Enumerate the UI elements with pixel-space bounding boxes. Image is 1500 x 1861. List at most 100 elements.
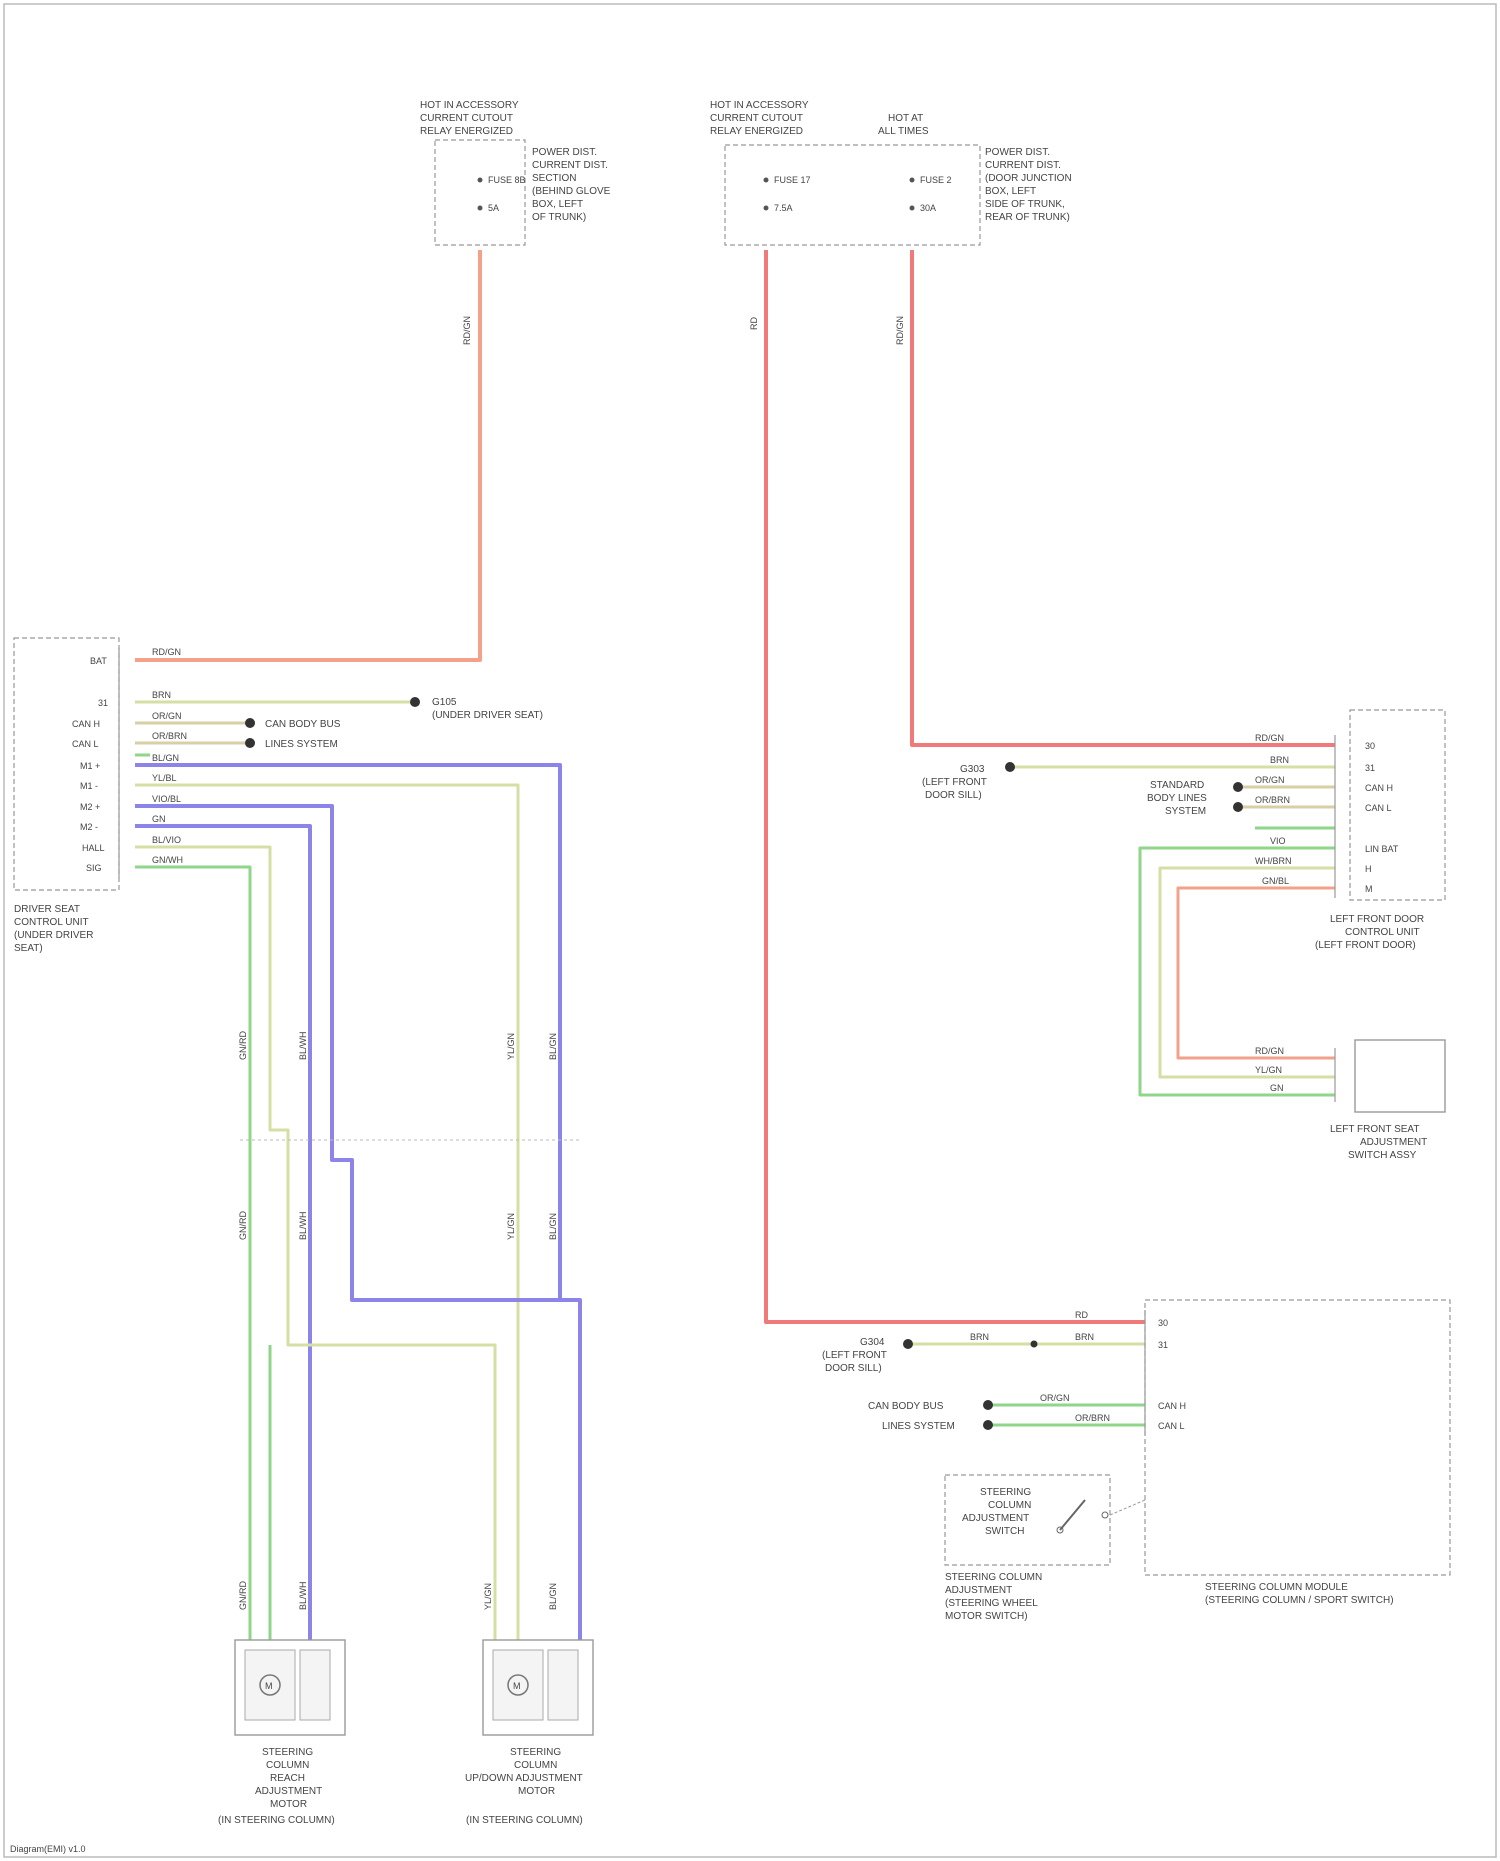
relay-right-title-2: ALL TIMES	[878, 126, 929, 137]
seat-adjust-switch: LEFT FRONT SEAT ADJUSTMENT SWITCH ASSY	[1330, 1040, 1445, 1161]
can-bus-right-label-2: BODY LINES	[1147, 793, 1207, 804]
sc-switch-label-1: STEERING	[980, 1487, 1031, 1498]
motor-reach: M STEERING COLUMN REACH ADJUSTMENT MOTOR…	[218, 1640, 345, 1826]
steering-module-label-1: STEERING COLUMN MODULE	[1205, 1582, 1348, 1593]
wire-label-lfcanh: OR/GN	[1255, 775, 1285, 785]
relay-mid-fuse: FUSE 17	[774, 175, 811, 185]
ground-g303: G303 (LEFT FRONT DOOR SILL)	[922, 762, 1015, 801]
wire-label-sc31-a: BRN	[970, 1332, 989, 1342]
can-bus-sc-dot-h	[983, 1400, 993, 1410]
driver-pin-canh: CAN H	[72, 719, 100, 729]
motor-reach-label-5: MOTOR	[270, 1799, 307, 1810]
relay-right-side-6: REAR OF TRUNK)	[985, 212, 1070, 223]
relay-left-fuse: FUSE 8B	[488, 175, 526, 185]
sc-pin-31: 31	[1158, 1340, 1168, 1350]
ground-g105-dot	[410, 697, 420, 707]
motor-reach-sensor	[300, 1650, 330, 1720]
wire-label-sw1: RD/GN	[1255, 1046, 1284, 1056]
lf-pin-31: 31	[1365, 763, 1375, 773]
can-bus-sc-label-1: CAN BODY BUS	[868, 1401, 944, 1412]
wire-fuse8-to-driver-bat	[135, 250, 480, 660]
wire-label-sc30: RD	[1075, 1310, 1088, 1320]
seat-switch-label-3: SWITCH ASSY	[1348, 1150, 1417, 1161]
driver-pin-m2n: M2 -	[80, 822, 98, 832]
relay-left-amp: 5A	[488, 203, 499, 213]
fuse-17-dot	[764, 178, 769, 183]
splice-dot	[1031, 1341, 1038, 1348]
driver-seat-module: BAT 31 CAN H CAN L M1 + M1 - M2 + M2 - H…	[14, 638, 119, 954]
wire-label-m1p: BL/GN	[152, 753, 179, 763]
wire-label-lfcanl: OR/BRN	[1255, 795, 1290, 805]
ground-g105-label-1: G105	[432, 697, 457, 708]
fuse-8b-dot-2	[478, 206, 483, 211]
can-bus-right-dot-h	[1233, 782, 1243, 792]
switch-terminal	[1102, 1512, 1108, 1518]
sc-switch-desc-3: (STEERING WHEEL	[945, 1598, 1038, 1609]
steering-module-box	[1145, 1300, 1450, 1575]
lf-door-label-2: CONTROL UNIT	[1345, 927, 1420, 938]
can-bus-sc-dot-l	[983, 1420, 993, 1430]
motor-updown-label-1: STEERING	[510, 1747, 561, 1758]
wire-label-v4c: BL/GN	[548, 1583, 558, 1610]
motor-reach-label-2: COLUMN	[266, 1760, 309, 1771]
ground-g304-dot	[903, 1339, 913, 1349]
can-bus-right: STANDARD BODY LINES SYSTEM	[1147, 780, 1243, 817]
wire-label-bat: RD/GN	[152, 647, 181, 657]
sc-switch-label-2: COLUMN	[988, 1500, 1031, 1511]
relay-left-title-3: RELAY ENERGIZED	[420, 126, 513, 137]
ground-g105: G105 (UNDER DRIVER SEAT)	[410, 697, 543, 721]
can-bus-left: CAN BODY BUS LINES SYSTEM	[245, 718, 341, 750]
ground-g303-label-3: DOOR SILL)	[925, 790, 982, 801]
switch-contact	[1060, 1500, 1085, 1530]
ground-g304-label-2: (LEFT FRONT	[822, 1350, 887, 1361]
relay-mid-amp: 7.5A	[774, 203, 793, 213]
wire-label-lf30: RD/GN	[1255, 733, 1284, 743]
wire-m1-minus	[135, 785, 518, 1655]
wire-label-v1b: GN/RD	[238, 1211, 248, 1241]
driver-pin-m2p: M2 +	[80, 802, 100, 812]
relay-left-side-3: SECTION	[532, 173, 576, 184]
wire-label-canh: OR/GN	[152, 711, 182, 721]
motor-reach-label-4: ADJUSTMENT	[255, 1786, 322, 1797]
wire-m2-plus	[135, 806, 560, 1300]
motor-updown-label-2: COLUMN	[514, 1760, 557, 1771]
sc-switch-desc-4: MOTOR SWITCH)	[945, 1611, 1028, 1622]
lf-pin-h: H	[1365, 864, 1372, 874]
relay-left-title-1: HOT IN ACCESSORY	[420, 100, 519, 111]
sc-adjust-switch: STEERING COLUMN ADJUSTMENT SWITCH STEERI…	[945, 1475, 1145, 1622]
sc-pin-30: 30	[1158, 1318, 1168, 1328]
can-bus-sc-label-2: LINES SYSTEM	[882, 1421, 955, 1432]
lf-pin-30: 30	[1365, 741, 1375, 751]
driver-pin-m1p: M1 +	[80, 761, 100, 771]
lf-pin-lin: LIN BAT	[1365, 844, 1399, 854]
wire-label-canl: OR/BRN	[152, 731, 187, 741]
wire-m1-plus	[135, 765, 580, 1655]
relay-right-side-1: POWER DIST.	[985, 147, 1050, 158]
sc-switch-desc-2: ADJUSTMENT	[945, 1585, 1012, 1596]
page-frame	[4, 4, 1496, 1857]
lf-pin-canh: CAN H	[1365, 783, 1393, 793]
driver-pin-m1n: M1 -	[80, 781, 98, 791]
driver-pin-hall: HALL	[82, 843, 105, 853]
ground-g303-label-1: G303	[960, 764, 985, 775]
fuse-8b-dot	[478, 178, 483, 183]
motor-reach-label-1: STEERING	[262, 1747, 313, 1758]
fuse-17-dot-2	[764, 206, 769, 211]
wire-label-fuse8: RD/GN	[462, 316, 472, 345]
wire-label-hall: BL/VIO	[152, 835, 181, 845]
motor-reach-m: M	[265, 1681, 273, 1691]
motor-updown-label-5: (IN STEERING COLUMN)	[466, 1815, 583, 1826]
wire-label-sccanh: OR/GN	[1040, 1393, 1070, 1403]
motor-reach-label-3: REACH	[270, 1773, 305, 1784]
driver-pin-canl: CAN L	[72, 739, 99, 749]
wire-label-lflin: VIO	[1270, 836, 1286, 846]
wire-label-m1n: YL/BL	[152, 773, 177, 783]
footer-text: Diagram(EMI) v1.0	[10, 1844, 86, 1854]
wire-label-sc31-b: BRN	[1075, 1332, 1094, 1342]
sc-pin-canh: CAN H	[1158, 1401, 1186, 1411]
wires	[135, 250, 1335, 1655]
relay-right-side-5: SIDE OF TRUNK,	[985, 199, 1065, 210]
lf-pin-canl: CAN L	[1365, 803, 1392, 813]
wire-label-v1c: GN/RD	[238, 1581, 248, 1611]
